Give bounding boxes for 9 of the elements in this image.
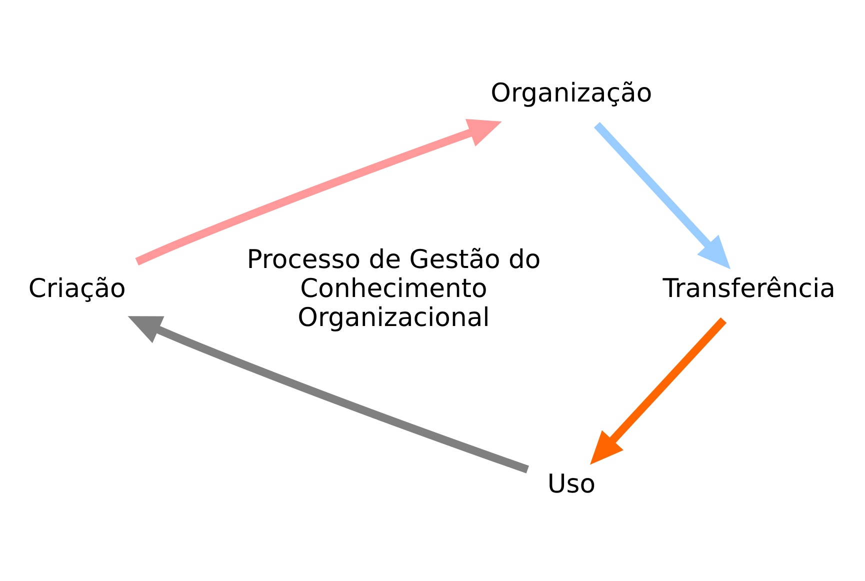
arrow [590, 316, 727, 464]
arrow [128, 316, 529, 473]
label: Processo de Gestão do Conhecimento Organizacional [246, 244, 541, 333]
arrow [594, 121, 731, 269]
node-text: Uso [547, 469, 596, 500]
node-text: Organização [490, 78, 652, 108]
node-text: Criação [28, 274, 126, 304]
arrow [135, 118, 502, 265]
node-text: Transferência [662, 274, 836, 304]
